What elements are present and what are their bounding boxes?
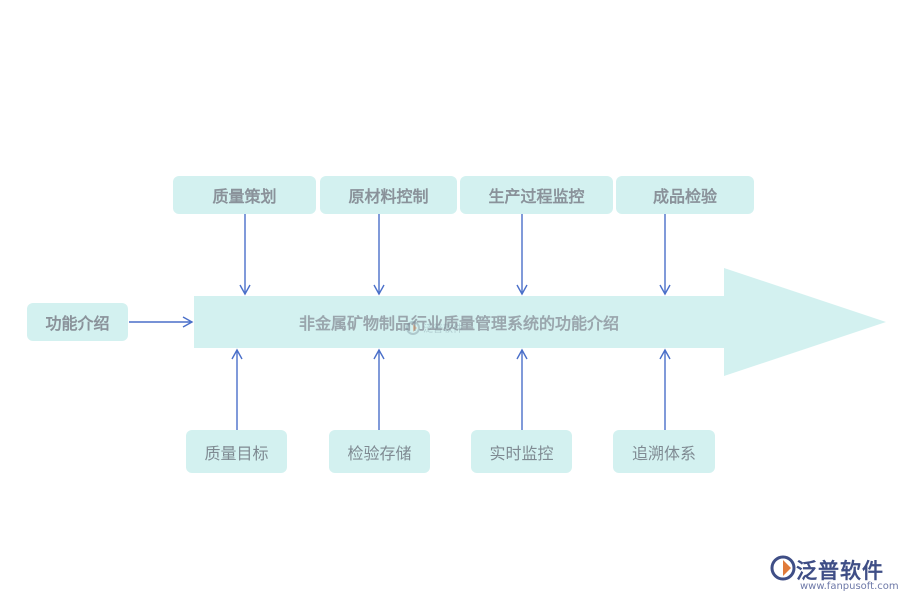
center-watermark: 泛普软件 <box>406 320 463 335</box>
left-box-function-intro: 功能介绍 <box>27 303 128 341</box>
main-arrow-label: 非金属矿物制品行业质量管理系统的功能介绍 <box>298 314 619 333</box>
watermark-logo-icon <box>406 320 420 335</box>
bottom-box-4: 追溯体系 <box>613 430 715 473</box>
brand-logo-icon <box>770 555 796 581</box>
bottom-box-1: 质量目标 <box>186 430 287 473</box>
brand-logo-url: www.fanpusoft.com <box>800 581 899 592</box>
top-box-1: 质量策划 <box>173 176 316 214</box>
brand-logo-name: 泛普软件 <box>796 559 884 583</box>
brand-logo: 泛普软件 www.fanpusoft.com <box>770 555 899 597</box>
top-box-3: 生产过程监控 <box>460 176 613 214</box>
bottom-box-2: 检验存储 <box>329 430 430 473</box>
top-box-4: 成品检验 <box>616 176 754 214</box>
watermark-text: 泛普软件 <box>423 324 463 335</box>
top-box-2: 原材料控制 <box>320 176 457 214</box>
bottom-box-3: 实时监控 <box>471 430 572 473</box>
main-arrow-shape <box>194 268 886 376</box>
